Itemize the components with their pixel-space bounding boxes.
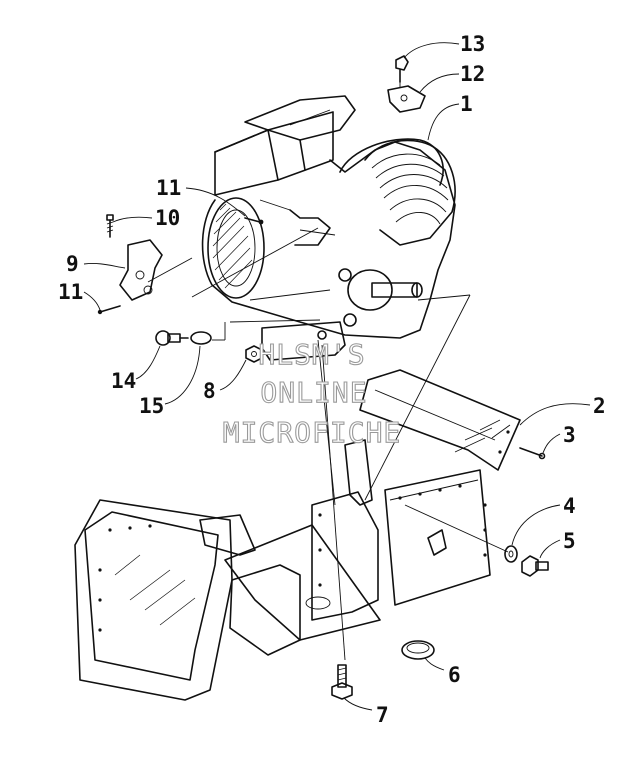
callout-6: 6 xyxy=(448,663,461,687)
part-9-bracket xyxy=(119,239,163,301)
callout-14: 14 xyxy=(111,369,136,393)
watermark-line-1: HLSM'S xyxy=(258,338,365,371)
part-11-screw-lower xyxy=(97,305,121,315)
callout-15: 15 xyxy=(139,394,164,418)
callout-5: 5 xyxy=(563,529,576,553)
callout-2: 2 xyxy=(593,394,606,418)
watermark-line-3: MICROFICHE xyxy=(223,416,402,449)
callout-7: 7 xyxy=(376,703,389,727)
callout-13: 13 xyxy=(460,32,485,56)
callout-4: 4 xyxy=(563,494,576,518)
part-5-bolt xyxy=(521,555,549,577)
watermark: HLSM'S ONLINE MICROFICHE xyxy=(222,337,402,449)
part-6-grommet xyxy=(401,640,435,660)
part-3-screw xyxy=(519,447,546,460)
part-13-bolt xyxy=(395,55,409,83)
frame-chassis xyxy=(74,369,521,701)
callout-11-lower: 11 xyxy=(58,280,83,304)
engine-assembly xyxy=(201,95,456,361)
part-15-decal xyxy=(190,331,212,345)
callout-11-upper: 11 xyxy=(156,176,181,200)
part-12-clip xyxy=(387,85,426,113)
callout-1: 1 xyxy=(460,92,473,116)
callouts: 13 12 1 11 10 9 11 14 15 8 2 3 4 5 6 7 xyxy=(58,32,606,727)
callout-12: 12 xyxy=(460,62,485,86)
part-11-screw-upper xyxy=(244,217,264,225)
callout-10: 10 xyxy=(155,206,180,230)
leader-lines xyxy=(83,42,591,711)
watermark-line-2: ONLINE xyxy=(260,376,367,409)
part-8-nut xyxy=(245,345,263,363)
callout-8: 8 xyxy=(203,379,216,403)
callout-3: 3 xyxy=(563,423,576,447)
callout-9: 9 xyxy=(66,252,79,276)
assembly-lines xyxy=(147,72,509,661)
part-4-washer xyxy=(504,545,518,563)
part-10-screw xyxy=(106,214,114,238)
part-14-switch xyxy=(155,330,189,346)
part-7-bolt xyxy=(331,664,353,700)
